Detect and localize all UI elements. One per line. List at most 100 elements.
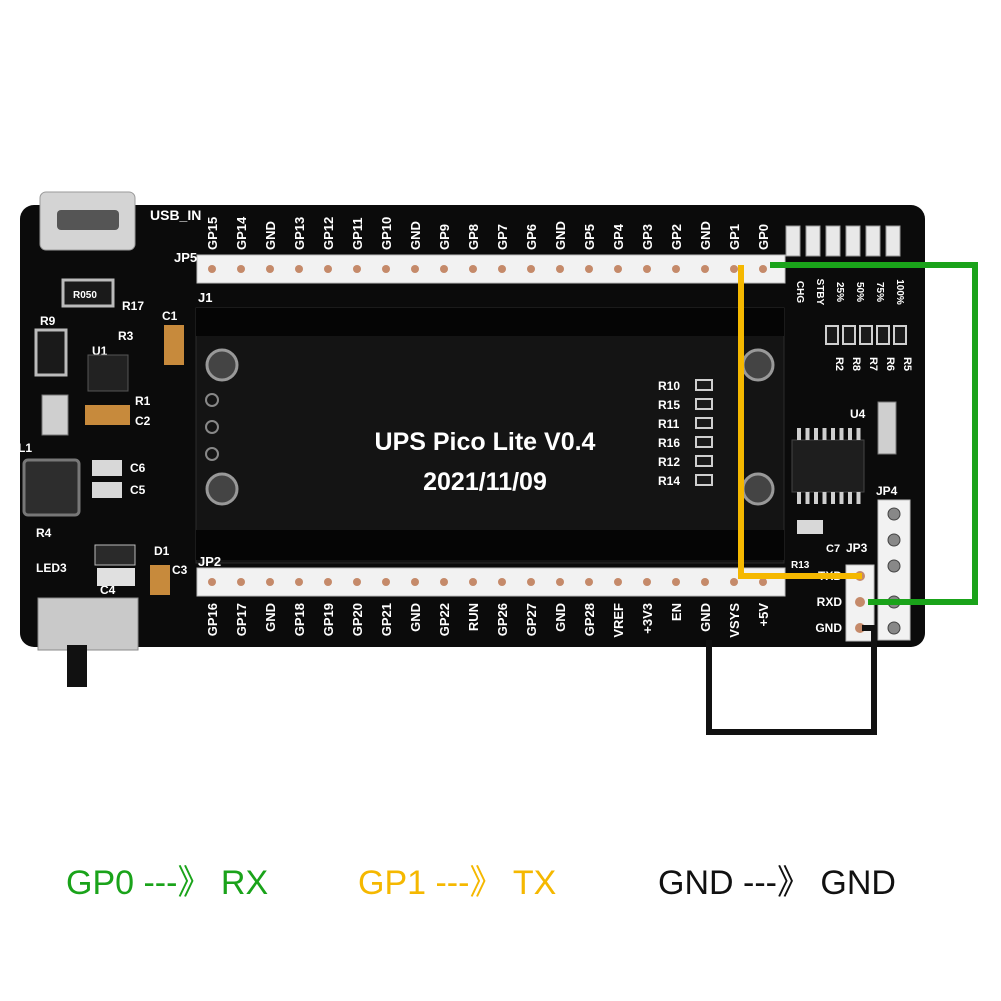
top-pin xyxy=(498,265,506,273)
bottom-header-strip xyxy=(196,567,786,597)
top-pin-label: GP8 xyxy=(466,224,481,250)
metal-part xyxy=(41,394,69,436)
part-label: C6 xyxy=(130,461,146,475)
mount-hole xyxy=(205,348,239,382)
board-title: UPS Pico Lite V0.4 xyxy=(375,428,596,456)
header-pin xyxy=(887,559,901,573)
bottom-pin-label: +5V xyxy=(756,603,771,627)
header-pin xyxy=(855,597,865,607)
top-pin xyxy=(295,265,303,273)
top-pin-label: GP11 xyxy=(350,217,365,250)
header-pin xyxy=(887,507,901,521)
gp0-wire xyxy=(770,262,978,605)
bottom-pin-label: VSYS xyxy=(727,603,742,638)
part-label: R3 xyxy=(118,329,134,343)
chip-leg xyxy=(831,492,835,504)
chip-leg xyxy=(797,428,801,440)
resistor-label: R14 xyxy=(658,474,680,488)
l1-inductor xyxy=(22,458,81,517)
r050-text: R050 xyxy=(73,290,97,301)
bottom-pin-label: GP19 xyxy=(321,603,336,636)
top-pin xyxy=(527,265,535,273)
resistor-label: R16 xyxy=(658,436,680,450)
uart-pin-label: GND xyxy=(815,621,842,635)
u1-chip xyxy=(87,354,129,392)
resistor-label: R6 xyxy=(884,357,896,371)
bottom-pin-label: GND xyxy=(263,603,278,632)
resistor-label: R15 xyxy=(658,398,680,412)
bottom-pin xyxy=(295,578,303,586)
top-header-label: JP5 xyxy=(174,250,197,265)
d1-diode xyxy=(94,544,136,566)
top-pin xyxy=(411,265,419,273)
bottom-pin-label: GND xyxy=(553,603,568,632)
test-pad xyxy=(205,420,219,434)
bottom-pin-label: GP16 xyxy=(205,603,220,636)
resistor-label: R8 xyxy=(850,357,862,371)
top-pin-label: GND xyxy=(263,221,278,250)
chip-leg xyxy=(831,428,835,440)
chip-leg xyxy=(839,428,844,440)
top-pin xyxy=(701,265,709,273)
bottom-pin xyxy=(643,578,651,586)
top-pin-label: GP13 xyxy=(292,217,307,250)
resistor-pad xyxy=(842,325,856,345)
status-led xyxy=(825,225,841,257)
r050-resistor xyxy=(61,278,115,308)
top-header-strip xyxy=(196,254,786,284)
top-pin-label: GP6 xyxy=(524,224,539,250)
bottom-pin xyxy=(701,578,709,586)
bottom-pin xyxy=(730,578,738,586)
gnd-wire xyxy=(706,625,877,735)
resistor-pad xyxy=(825,325,839,345)
legend-gp0: GP0 ---》 RX xyxy=(66,864,269,902)
top-pin xyxy=(759,265,767,273)
bottom-pin-label: GND xyxy=(698,603,713,632)
part-label: C5 xyxy=(130,483,146,497)
top-pin xyxy=(440,265,448,273)
top-pin xyxy=(266,265,274,273)
bottom-pin xyxy=(353,578,361,586)
chip-leg xyxy=(856,428,861,440)
bottom-pin-label: GP17 xyxy=(234,603,249,636)
part-label: R1 xyxy=(135,394,151,408)
chip-leg xyxy=(797,492,801,504)
top-pin xyxy=(585,265,593,273)
led-label: 75% xyxy=(874,282,885,302)
mount-hole xyxy=(741,472,775,506)
chip-leg xyxy=(822,492,827,504)
jp4-label: JP4 xyxy=(876,484,898,498)
r9-resistor xyxy=(34,328,68,377)
top-pin-label: GP7 xyxy=(495,224,510,250)
resistor-label: R5 xyxy=(901,357,913,371)
gp1-wire xyxy=(738,265,862,579)
top-pin xyxy=(614,265,622,273)
led-label: STBY xyxy=(814,279,825,306)
top-pin-label: GND xyxy=(553,221,568,250)
status-led xyxy=(785,225,801,257)
pico-top-socket xyxy=(196,308,784,336)
resistor-pad xyxy=(859,325,873,345)
top-pin xyxy=(556,265,564,273)
top-pin xyxy=(208,265,216,273)
bottom-pin-label: GP21 xyxy=(379,603,394,636)
header-pin xyxy=(887,621,901,635)
top-pin-label: GP14 xyxy=(234,216,249,250)
part-label: L1 xyxy=(18,441,32,455)
bottom-pin-label: GP20 xyxy=(350,603,365,636)
bottom-pin xyxy=(237,578,245,586)
part-label: C4 xyxy=(100,583,116,597)
led-label: 25% xyxy=(834,282,845,302)
test-pad xyxy=(205,447,219,461)
top-pin-label: GP15 xyxy=(205,217,220,250)
chip-leg xyxy=(805,492,810,504)
bottom-pin xyxy=(208,578,216,586)
test-pad xyxy=(205,393,219,407)
part-label: LED3 xyxy=(36,561,67,575)
resistor-pad xyxy=(893,325,907,345)
resistor-pad xyxy=(695,398,713,410)
